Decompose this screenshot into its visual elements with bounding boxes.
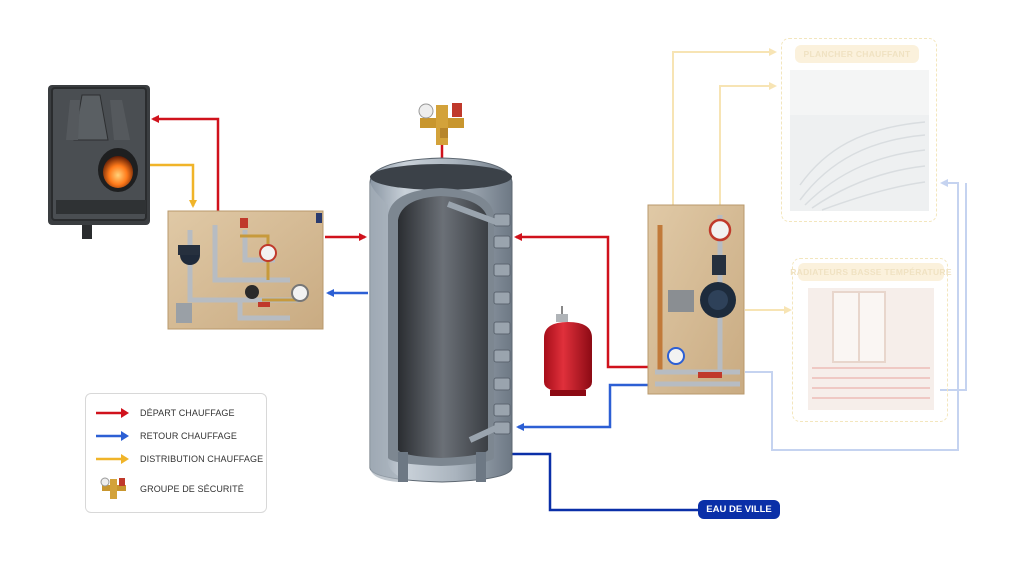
faded-distribution-area [672,48,967,451]
legend-label: DÉPART CHAUFFAGE [140,408,235,418]
radiator-photo-icon [808,288,934,410]
yellow-arrow-icon [96,454,129,464]
radiateurs-label: RADIATEURS BASSE TEMPÉRATURE [790,263,951,281]
buffer-tank-icon [369,157,513,483]
radiateurs-panel [792,258,948,422]
legend: DÉPART CHAUFFAGE RETOUR CHAUFFAGE DISTRI… [85,393,267,513]
retour-line-mixing [516,383,650,431]
depart-line-stove [151,115,220,212]
depart-line-mixing [514,233,650,369]
legend-item-securite: GROUPE DE SÉCURITÉ [96,477,244,501]
eau-de-ville-line [505,452,700,512]
plancher-chauffant-label: PLANCHER CHAUFFANT [795,45,919,63]
safety-group-icon [418,103,464,145]
blue-arrow-icon [96,431,129,441]
legend-item-distribution: DISTRIBUTION CHAUFFAGE [96,451,263,467]
eau-de-ville-label: EAU DE VILLE [698,500,780,519]
wood-stove-icon [48,85,150,239]
expansion-vessel-icon [544,306,592,396]
legend-item-depart: DÉPART CHAUFFAGE [96,405,235,421]
plancher-panel [781,38,937,222]
legend-label: RETOUR CHAUFFAGE [140,431,237,441]
distribution-line-stove [150,163,197,208]
legend-label: GROUPE DE SÉCURITÉ [140,484,244,494]
legend-item-retour: RETOUR CHAUFFAGE [96,428,237,444]
floor-heating-photo-icon [790,70,929,211]
legend-label: DISTRIBUTION CHAUFFAGE [140,454,264,464]
boiler-kit-icon [167,210,324,330]
safety-group-icon [100,477,126,499]
mixing-kit-icon [647,204,745,395]
red-arrow-icon [96,408,129,418]
